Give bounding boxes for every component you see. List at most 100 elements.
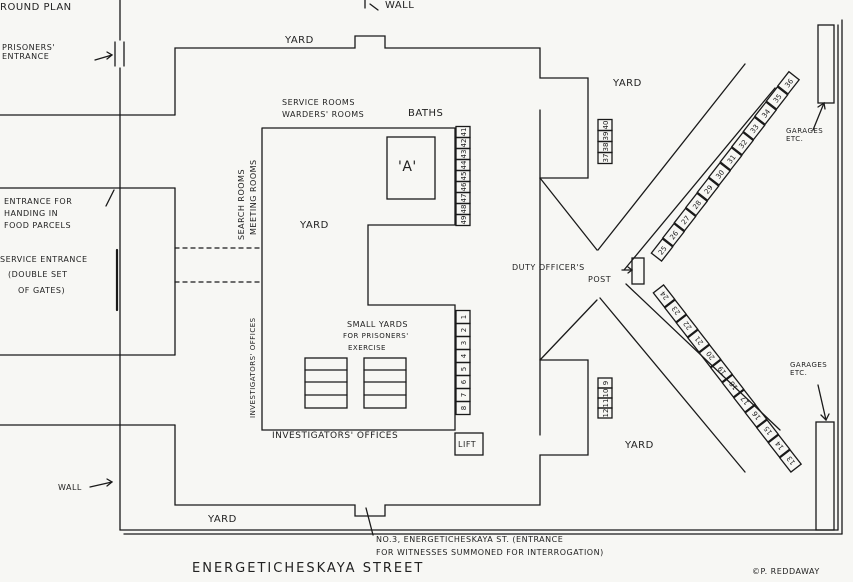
food-entrance-line-2: HANDING IN bbox=[4, 209, 59, 218]
cell-number: 45 bbox=[460, 172, 468, 181]
cell-23: 23 bbox=[663, 298, 688, 324]
cell-41: 41 bbox=[455, 125, 471, 139]
cell-number: 12 bbox=[602, 409, 610, 418]
cell-35: 35 bbox=[765, 85, 789, 111]
cell-44: 44 bbox=[455, 158, 471, 172]
cell-number: 9 bbox=[602, 381, 610, 385]
garages-top-label: GARAGES ETC. bbox=[786, 127, 824, 143]
cell-12: 12 bbox=[597, 407, 613, 419]
cell-42: 42 bbox=[455, 136, 471, 150]
cell-number: 44 bbox=[460, 160, 468, 169]
cell-number: 47 bbox=[460, 194, 468, 203]
yard-lower-right-label: YARD bbox=[625, 440, 654, 451]
baths-label: BATHS bbox=[408, 108, 444, 119]
yard-bottom-label: YARD bbox=[208, 514, 237, 525]
cell-number: 43 bbox=[460, 150, 468, 159]
cell-25: 25 bbox=[650, 237, 674, 263]
cell-14: 14 bbox=[767, 433, 791, 459]
service-rooms-label: SERVICE ROOMS bbox=[282, 98, 355, 107]
cell-2: 2 bbox=[455, 322, 471, 338]
cell-number: 29 bbox=[703, 184, 715, 196]
cell-number: 5 bbox=[460, 367, 468, 371]
cell-31: 31 bbox=[719, 146, 743, 171]
cell-number: 48 bbox=[460, 205, 468, 214]
cell-40: 40 bbox=[597, 118, 613, 132]
small-yards-line-1: SMALL YARDS bbox=[347, 320, 408, 329]
prisoners-entrance-label: PRISONERS' ENTRANCE bbox=[2, 43, 55, 61]
cell-number: 42 bbox=[460, 139, 468, 148]
cell-11: 11 bbox=[597, 397, 613, 409]
yard-center-label: YARD bbox=[300, 220, 329, 231]
cell-number: 19 bbox=[716, 364, 728, 376]
garages bbox=[815, 24, 835, 531]
cell-32: 32 bbox=[730, 131, 755, 156]
cell-number: 31 bbox=[726, 153, 738, 165]
investigators-vertical-label: INVESTIGATORS' OFFICES bbox=[249, 317, 257, 418]
warders-rooms-label: WARDERS' ROOMS bbox=[282, 110, 365, 119]
cell-47: 47 bbox=[455, 191, 471, 205]
meeting-rooms-label: MEETING ROOMS bbox=[249, 159, 258, 235]
cell-17: 17 bbox=[732, 388, 757, 414]
cell-21: 21 bbox=[686, 328, 711, 354]
left-annex bbox=[0, 41, 176, 426]
cell-38: 38 bbox=[597, 140, 613, 154]
cell-number: 18 bbox=[728, 379, 740, 391]
arrows bbox=[89, 3, 830, 536]
cell-number: 46 bbox=[460, 182, 468, 191]
main-building bbox=[174, 35, 598, 517]
cell-20: 20 bbox=[698, 343, 722, 369]
lift-label: LIFT bbox=[458, 440, 477, 449]
cell-19: 19 bbox=[709, 358, 734, 384]
cell-number: 41 bbox=[460, 128, 468, 137]
cell-4: 4 bbox=[455, 348, 471, 364]
cell-49: 49 bbox=[455, 213, 471, 227]
cell-number: 49 bbox=[460, 216, 468, 225]
cell-28: 28 bbox=[684, 192, 709, 217]
wall-left-label: WALL bbox=[58, 483, 82, 492]
room-a-label: 'A' bbox=[398, 159, 417, 175]
cell-7: 7 bbox=[455, 387, 471, 403]
cell-number: 27 bbox=[680, 214, 692, 226]
cell-number: 32 bbox=[737, 138, 749, 150]
cell-33: 33 bbox=[742, 116, 766, 141]
credit-label: ©P. REDDAWAY bbox=[752, 567, 820, 576]
cell-number: 23 bbox=[670, 304, 682, 316]
cell-number: 7 bbox=[460, 393, 468, 397]
cell-30: 30 bbox=[707, 161, 732, 187]
cell-number: 21 bbox=[693, 334, 705, 346]
cell-34: 34 bbox=[753, 101, 778, 126]
cell-37: 37 bbox=[597, 151, 613, 165]
cell-36: 36 bbox=[776, 70, 801, 95]
cell-number: 35 bbox=[772, 93, 784, 105]
wall-top-label: WALL bbox=[385, 0, 415, 11]
cell-45: 45 bbox=[455, 169, 471, 183]
cell-number: 13 bbox=[785, 454, 797, 466]
service-entrance-line-1: SERVICE ENTRANCE bbox=[0, 255, 88, 264]
cell-number: 3 bbox=[460, 341, 468, 345]
cell-number: 10 bbox=[602, 389, 610, 398]
food-entrance-line-3: FOOD PARCELS bbox=[4, 221, 72, 230]
cell-number: 37 bbox=[602, 154, 610, 163]
entrance-note-line-2: FOR WITNESSES SUMMONED FOR INTERROGATION… bbox=[376, 548, 604, 557]
cell-number: 17 bbox=[739, 394, 751, 406]
cell-26: 26 bbox=[661, 222, 686, 247]
cell-46: 46 bbox=[455, 180, 471, 194]
cell-number: 30 bbox=[714, 169, 726, 181]
cell-number: 38 bbox=[602, 143, 610, 152]
cell-number: 15 bbox=[762, 424, 774, 436]
cell-number: 8 bbox=[460, 406, 468, 410]
cell-43: 43 bbox=[455, 147, 471, 161]
cell-number: 1 bbox=[460, 315, 468, 319]
service-entrance-line-3: OF GATES) bbox=[18, 286, 66, 295]
cell-39: 39 bbox=[597, 129, 613, 143]
entrance-note-line-1: NO.3, ENERGETICHESKAYA ST. (ENTRANCE bbox=[376, 535, 564, 544]
duty-officer-label-1: DUTY OFFICER'S bbox=[512, 263, 585, 272]
cell-number: 2 bbox=[460, 328, 468, 332]
exercise-yards bbox=[304, 357, 484, 456]
cell-18: 18 bbox=[721, 373, 745, 399]
cell-29: 29 bbox=[696, 177, 720, 202]
cell-number: 4 bbox=[460, 353, 468, 358]
outer-wall bbox=[119, 0, 843, 535]
cell-9: 9 bbox=[597, 377, 613, 389]
